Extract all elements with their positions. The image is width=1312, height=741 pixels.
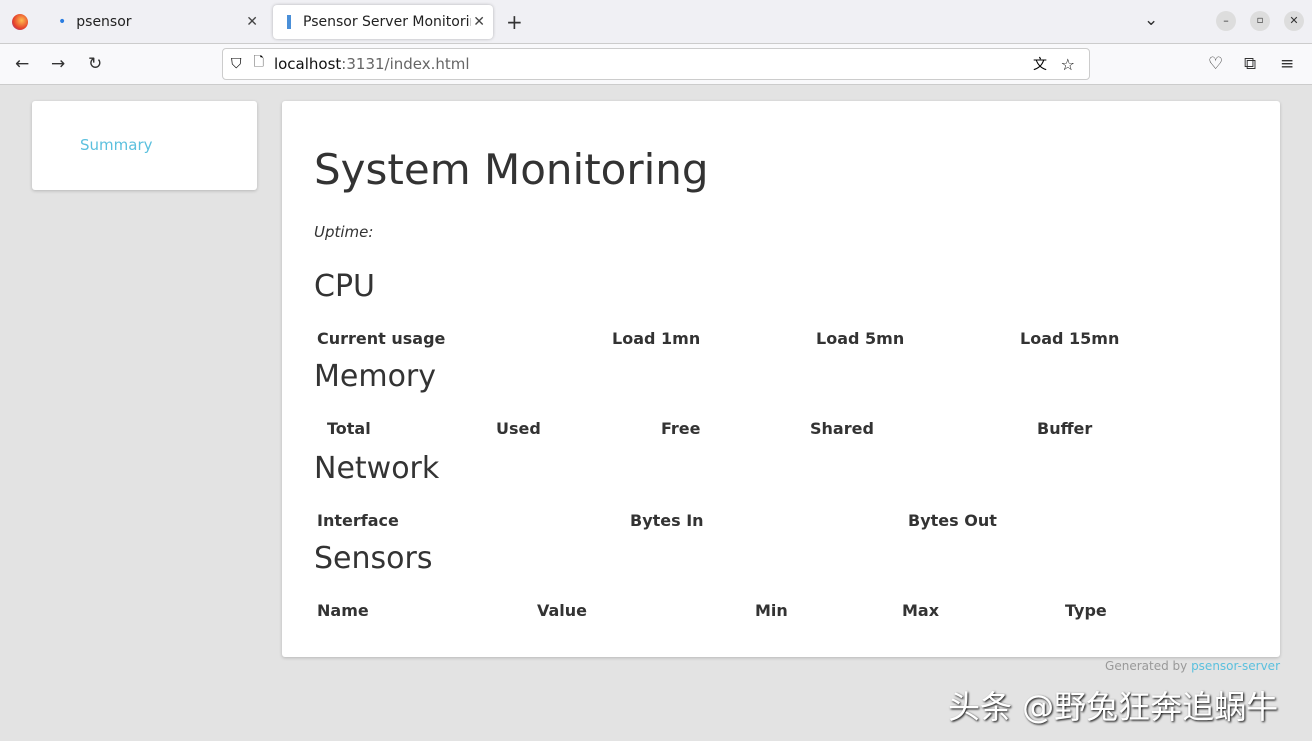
cpu-col: Load 1mn — [612, 329, 701, 348]
sensors-col: Max — [902, 601, 940, 620]
footer: Generated by psensor-server — [1105, 659, 1280, 673]
close-tab-icon[interactable]: ✕ — [473, 14, 485, 30]
menu-icon[interactable]: ≡ — [1280, 54, 1295, 74]
memory-col: Used — [496, 419, 541, 438]
close-window-icon[interactable]: ✕ — [1284, 11, 1304, 31]
cpu-col: Load 15mn — [1020, 329, 1120, 348]
url-bar[interactable]: ⛉ 🗋 localhost:3131/index.html 文 ☆ — [222, 48, 1090, 80]
sidebar: Summary — [32, 101, 257, 190]
network-heading: Network — [314, 451, 440, 486]
shield-icon[interactable]: ⛉ — [231, 56, 242, 72]
network-col: Bytes Out — [908, 511, 997, 530]
back-icon[interactable]: ← — [15, 54, 30, 74]
close-tab-icon[interactable]: ✕ — [246, 14, 258, 30]
nav-bar: ← → ↻ ⛉ 🗋 localhost:3131/index.html 文 ☆ … — [0, 44, 1312, 85]
tab-psensor[interactable]: •psensor✕ — [58, 14, 258, 30]
tab-psensor-server[interactable]: Psensor Server Monitorin✕ — [273, 5, 493, 39]
sensors-col: Min — [755, 601, 788, 620]
memory-col: Buffer — [1037, 419, 1093, 438]
pocket-icon[interactable]: ♡ — [1208, 54, 1224, 74]
tab-dot-icon: • — [58, 14, 67, 30]
memory-col: Free — [661, 419, 701, 438]
bookmark-star-icon[interactable]: ☆ — [1060, 54, 1075, 74]
sensors-col: Name — [317, 601, 369, 620]
tab-list-icon[interactable]: ⌄ — [1144, 10, 1159, 30]
cpu-col: Current usage — [317, 329, 446, 348]
network-col: Interface — [317, 511, 399, 530]
tab-bar: •psensor✕ Psensor Server Monitorin✕ + ⌄ … — [0, 0, 1312, 44]
page-info-icon: 🗋 — [253, 55, 264, 70]
reload-icon[interactable]: ↻ — [88, 54, 103, 74]
page-icon — [287, 15, 291, 29]
maximize-icon[interactable]: ▫ — [1250, 11, 1270, 31]
sidebar-item-summary[interactable]: Summary — [80, 136, 153, 154]
watermark: 头条 @野兔狂奔追蜗牛 — [948, 688, 1279, 726]
sensors-col: Type — [1065, 601, 1107, 620]
uptime-label: Uptime: — [314, 223, 374, 241]
memory-col: Shared — [810, 419, 874, 438]
extensions-icon[interactable]: ⧉ — [1244, 54, 1257, 74]
cpu-col: Load 5mn — [816, 329, 905, 348]
memory-heading: Memory — [314, 359, 437, 394]
firefox-icon[interactable] — [12, 14, 28, 30]
sensors-col: Value — [537, 601, 588, 620]
forward-icon[interactable]: → — [51, 54, 66, 74]
minimize-icon[interactable]: – — [1216, 11, 1236, 31]
cpu-heading: CPU — [314, 269, 375, 304]
new-tab-icon[interactable]: + — [506, 10, 523, 34]
network-col: Bytes In — [630, 511, 704, 530]
psensor-server-link[interactable]: psensor-server — [1191, 659, 1280, 673]
sensors-heading: Sensors — [314, 541, 433, 576]
translate-icon[interactable]: 文 — [1033, 57, 1047, 73]
memory-col: Total — [327, 419, 371, 438]
page-title: System Monitoring — [314, 145, 709, 194]
main-panel: System Monitoring Uptime: CPU Current us… — [282, 101, 1280, 657]
